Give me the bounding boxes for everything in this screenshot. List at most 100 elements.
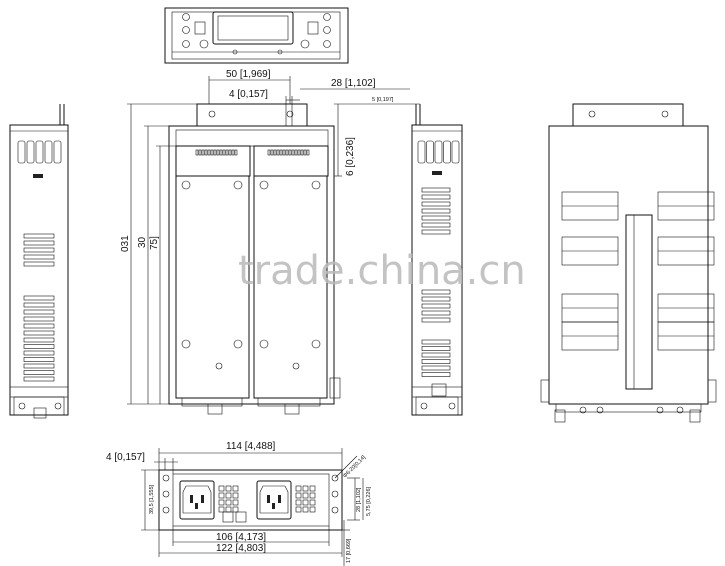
vent-bar (421, 339, 451, 345)
connector-pin (294, 149, 298, 156)
vent-bar (421, 310, 451, 316)
switch-grid-cell (218, 492, 225, 499)
switch-grid-cell (309, 485, 316, 492)
switch-grid-cell (218, 506, 225, 513)
connector-pin (300, 149, 304, 156)
dim-height-mid: 30 (137, 236, 148, 248)
switch-grid-cell (232, 485, 239, 492)
front-view (127, 76, 420, 415)
vent-slot (417, 140, 426, 164)
vent-slot (451, 140, 460, 164)
connector-pin (276, 149, 280, 156)
dim-bottom-left-offset: 4 [0,157] (106, 452, 145, 463)
dim-bottom-outer-width: 122 [4,803] (216, 543, 266, 554)
switch-grid-cell (302, 492, 309, 499)
switch-grid-cell (309, 506, 316, 513)
vent-slot (426, 140, 434, 164)
connector-pin (195, 149, 199, 156)
connector-pin (213, 149, 217, 156)
switch-grid-cell (218, 499, 225, 506)
connector-pin (231, 149, 235, 156)
switch-grid-cell (232, 492, 239, 499)
connector-pin (225, 149, 229, 156)
vent-bar (421, 296, 451, 302)
vent-bar (421, 359, 451, 364)
vent-bar (23, 295, 55, 301)
connector-pin (297, 149, 301, 156)
switch-grid-cell (309, 499, 316, 506)
vent-bar (421, 317, 451, 323)
dim-bottom-small: 17 [0,669] (346, 538, 352, 563)
vent-bar (23, 330, 55, 336)
switch-grid-cell (295, 485, 302, 492)
connector-pin (306, 149, 310, 156)
vent-bar (23, 316, 55, 322)
vent-bar (23, 370, 55, 375)
vent-bar (421, 289, 451, 295)
vent-bar (23, 350, 55, 356)
dim-top-right-small: 5 [0,197] (372, 97, 394, 103)
vent-bar (421, 194, 451, 200)
vent-bar (23, 240, 55, 246)
connector-pin (273, 149, 277, 156)
vent-bar (421, 303, 451, 309)
vent-slot (26, 140, 35, 164)
vent-bar (23, 233, 55, 239)
switch-grid-cell (225, 485, 232, 492)
vent-bar (23, 254, 55, 260)
connector-pin (291, 149, 295, 156)
vent-bar (421, 365, 451, 371)
connector-pin (267, 149, 271, 156)
connector-pin (201, 149, 205, 156)
switch-grid-cell (225, 492, 232, 499)
switch-grid-cell (309, 492, 316, 499)
connector-pin (228, 149, 232, 156)
connector-pin (303, 149, 307, 156)
vent-slot (434, 140, 443, 164)
connector-pin (219, 149, 223, 156)
left-side-view (9, 104, 69, 419)
switch-grid-cell (295, 506, 302, 513)
vent-bar (23, 344, 55, 349)
vent-bar (23, 247, 55, 253)
switch-grid-cell (302, 485, 309, 492)
connector-pin (207, 149, 211, 156)
dim-bottom-inner-width: 106 [4,173] (216, 532, 266, 543)
vent-bar (421, 215, 451, 221)
connector-pin (234, 149, 238, 156)
vent-slot (35, 140, 44, 164)
dim-bottom-width: 114 [4,488] (226, 441, 276, 452)
dim-top-right: 28 [1,102] (331, 78, 376, 89)
connector-pin (270, 149, 274, 156)
vent-bar (23, 357, 55, 362)
connector-pin (279, 149, 283, 156)
dim-height-inner: 75] (149, 236, 160, 250)
vent-bar (421, 187, 451, 193)
vent-bar (23, 302, 55, 308)
bottom-end-view (141, 448, 364, 566)
vent-bar (421, 229, 451, 235)
vent-bar (421, 201, 451, 207)
vent-bar (421, 222, 451, 228)
switch-grid-cell (302, 506, 309, 513)
vent-bar (23, 323, 55, 329)
vent-bar (421, 346, 451, 351)
rear-view (540, 103, 717, 423)
vent-slot (44, 140, 53, 164)
vent-bar (23, 337, 55, 343)
vent-slot (443, 140, 451, 164)
connector-pin (216, 149, 220, 156)
connector-pin (210, 149, 214, 156)
dim-bottom-right-vert2: 5,75 [0,226] (366, 486, 372, 516)
switch-grid-cell (295, 499, 302, 506)
dim-top-width: 50 [1,969] (226, 69, 271, 80)
vent-bar (23, 261, 55, 267)
watermark: trade.china.cn (238, 248, 526, 294)
connector-pin (285, 149, 289, 156)
vent-bar (421, 352, 451, 358)
dim-bottom-left-vertical: 39,5 [1,555] (149, 484, 155, 514)
right-side-view (411, 104, 463, 416)
vent-slot (53, 140, 62, 164)
switch-grid-cell (218, 485, 225, 492)
